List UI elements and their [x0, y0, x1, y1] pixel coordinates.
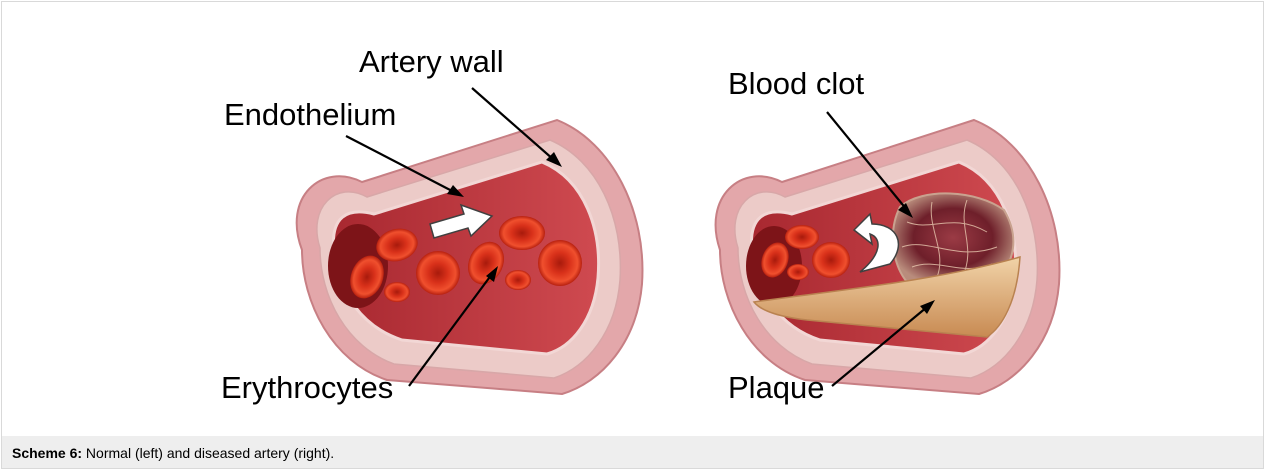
caption-text: Normal (left) and diseased artery (right…	[82, 445, 334, 461]
artery-diagram: Artery wall Endothelium Erythrocytes Blo…	[2, 2, 1265, 430]
erythrocytes-label: Erythrocytes	[221, 372, 393, 403]
caption-prefix: Scheme 6:	[12, 445, 82, 461]
normal-artery	[297, 120, 643, 394]
blood-clot-label: Blood clot	[728, 68, 864, 99]
artery-wall-label: Artery wall	[359, 46, 504, 77]
diseased-artery	[716, 120, 1060, 394]
endothelium-label: Endothelium	[224, 99, 396, 130]
figure-caption: Scheme 6: Normal (left) and diseased art…	[2, 436, 1263, 468]
plaque-label: Plaque	[728, 372, 825, 403]
